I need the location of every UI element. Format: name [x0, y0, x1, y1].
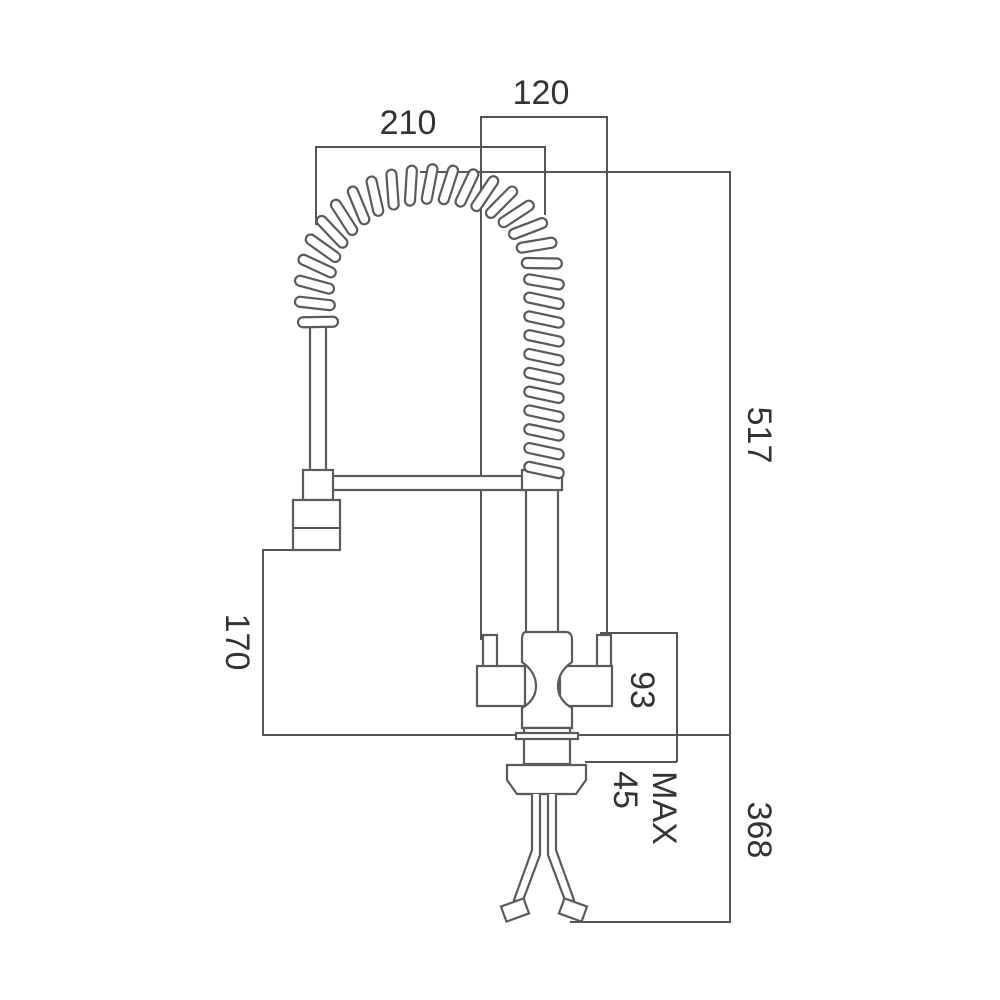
right-handle-stem	[595, 633, 613, 669]
mixer-body	[520, 630, 574, 730]
spring-coil	[365, 175, 385, 217]
spring-coil	[403, 164, 418, 207]
label-45: 45	[606, 771, 644, 809]
main-column	[524, 486, 560, 636]
spring-coil	[523, 273, 565, 291]
spring-coil	[454, 168, 480, 208]
label-max: MAX	[645, 771, 683, 845]
hose-right	[546, 794, 576, 905]
left-handle-stem	[481, 633, 499, 669]
dim-210-line	[315, 146, 546, 225]
spring-coil	[520, 256, 563, 270]
spring-coil	[304, 233, 342, 264]
spray-head-collar	[301, 468, 335, 502]
label-170: 170	[218, 614, 256, 671]
spring-coil	[293, 295, 336, 312]
dim-517-line	[420, 171, 731, 735]
spring-coil	[346, 185, 371, 226]
spring-coil	[523, 329, 565, 348]
hose-left-fitting	[499, 896, 531, 924]
left-handle	[475, 664, 527, 708]
label-368: 368	[740, 802, 778, 859]
spring-coil	[523, 423, 565, 442]
spring-coil	[293, 274, 336, 295]
spring-coil	[484, 185, 519, 219]
spring-coil	[420, 163, 439, 205]
dim-120-line	[480, 116, 608, 640]
dim-93-line	[600, 632, 678, 762]
label-517: 517	[740, 407, 778, 464]
spring-coil	[523, 441, 565, 461]
spring-coil	[523, 310, 565, 329]
spring-coil	[523, 366, 565, 386]
spring-hose	[293, 163, 565, 480]
spray-arm	[328, 474, 526, 492]
hose-right-fitting	[557, 896, 589, 924]
dim-170-line	[262, 549, 730, 736]
dimension-labels: 120 210 517 368 170 93 45 MAX	[218, 74, 778, 858]
label-120: 120	[513, 74, 570, 112]
spray-head	[291, 498, 342, 552]
dimension-lines	[262, 116, 731, 923]
spring-coil	[329, 198, 359, 237]
spring-coil	[437, 164, 460, 206]
spring-coil	[523, 385, 565, 404]
hose-left	[512, 794, 542, 905]
spring-coil	[515, 236, 558, 254]
spring-coil	[470, 175, 500, 213]
spring-coil	[296, 315, 340, 329]
right-handle	[558, 664, 614, 708]
label-210: 210	[380, 104, 437, 142]
faucet	[291, 163, 614, 924]
support-pipe	[308, 320, 328, 474]
label-93: 93	[623, 671, 661, 709]
spring-coil	[507, 217, 549, 240]
shank-washer	[514, 731, 580, 741]
spring-coil	[523, 347, 565, 367]
dim-368-line	[570, 735, 731, 923]
spring-coil	[523, 404, 565, 423]
spring-coil	[523, 291, 565, 310]
fixing-nut	[505, 763, 588, 796]
spring-coil	[497, 199, 535, 229]
spring-coil	[315, 214, 349, 249]
spring-coil	[385, 168, 400, 211]
spring-coil	[523, 460, 565, 480]
spring-coil	[297, 253, 337, 279]
